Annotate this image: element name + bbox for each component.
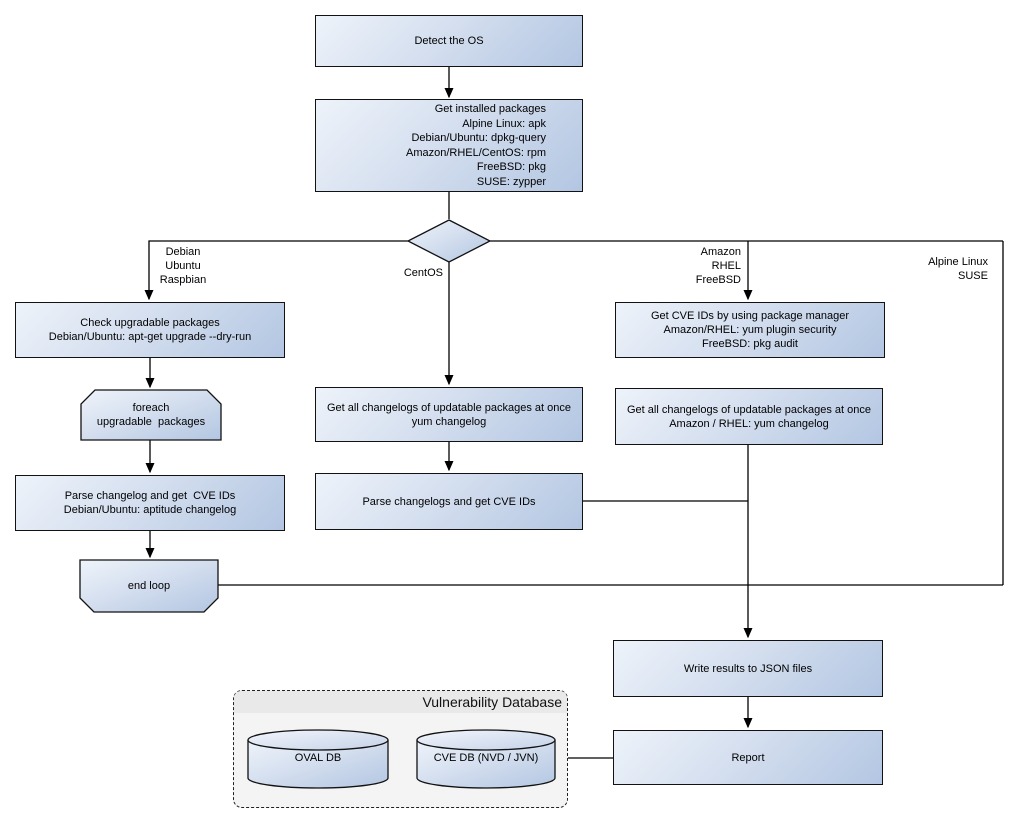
node-foreach-text: foreach <box>132 402 170 414</box>
branch-label-amazon-line: Amazon <box>700 246 741 258</box>
node-get-installed-packages-text: FreeBSD: pkg <box>476 161 546 173</box>
oval-db-label: OVAL DB <box>294 752 342 764</box>
branch-label-amazon: Amazon RHEL FreeBSD <box>641 245 741 287</box>
node-get-cve-ids-pkg-mgr-text: FreeBSD: pkg audit <box>702 338 798 350</box>
branch-label-debian-line: Raspbian <box>159 274 207 286</box>
vulnerability-database-container: Vulnerability Database <box>233 690 568 808</box>
node-get-changelogs-amazon-text: Amazon / RHEL: yum changelog <box>669 417 829 430</box>
node-end-loop-label: end loop <box>80 560 218 612</box>
node-get-installed-packages-text: Debian/Ubuntu: dpkg-query <box>411 132 546 144</box>
node-write-results-text: Write results to JSON files <box>683 662 813 675</box>
node-get-installed-packages-text: Amazon/RHEL/CentOS: rpm <box>406 146 546 159</box>
node-foreach-text: upgradable packages <box>96 416 206 428</box>
node-get-cve-ids-pkg-mgr-text: Get CVE IDs by using package manager <box>650 310 850 322</box>
node-detect-os-text: Detect the OS <box>414 35 484 47</box>
node-get-installed-packages-text: Get installed packages <box>434 103 546 115</box>
node-check-upgradable: Check upgradable packages Debian/Ubuntu:… <box>15 302 285 358</box>
branch-label-centos: CentOS <box>395 266 443 280</box>
node-report: Report <box>613 730 883 785</box>
branch-label-centos-line: CentOS <box>403 267 443 279</box>
node-get-cve-ids-pkg-mgr-text: Amazon/RHEL: yum plugin security <box>663 324 837 336</box>
branch-label-alpine-line: Alpine Linux <box>928 256 988 268</box>
node-report-text: Report <box>731 751 765 764</box>
branch-label-debian-line: Debian <box>165 246 201 258</box>
node-get-changelogs-centos: Get all changelogs of updatable packages… <box>315 387 583 442</box>
vulnerability-database-header <box>234 691 567 713</box>
node-parse-changelog-debian: Parse changelog and get CVE IDs Debian/U… <box>15 475 285 531</box>
node-get-changelogs-centos-text: yum changelog <box>411 415 487 428</box>
node-parse-changelogs-centos-text: Parse changelogs and get CVE IDs <box>362 495 536 508</box>
node-get-changelogs-amazon-text: Get all changelogs of updatable packages… <box>626 403 871 416</box>
node-check-upgradable-text: Debian/Ubuntu: apt-get upgrade --dry-run <box>48 331 252 343</box>
branch-label-alpine-line: SUSE <box>958 270 988 282</box>
node-parse-changelogs-centos: Parse changelogs and get CVE IDs <box>315 473 583 530</box>
node-get-installed-packages-text: Alpine Linux: apk <box>462 117 546 130</box>
node-parse-changelog-debian-text: Debian/Ubuntu: aptitude changelog <box>63 504 237 516</box>
node-get-changelogs-amazon: Get all changelogs of updatable packages… <box>615 388 883 445</box>
node-get-installed-packages-text: SUSE: zypper <box>476 175 546 188</box>
branch-label-debian-line: Ubuntu <box>165 260 201 272</box>
branch-label-debian: Debian Ubuntu Raspbian <box>150 245 216 287</box>
node-get-installed-packages: Get installed packages Alpine Linux: apk… <box>315 99 583 192</box>
branch-label-amazon-line: RHEL <box>711 260 741 272</box>
node-parse-changelog-debian-text: Parse changelog and get CVE IDs <box>64 490 236 502</box>
node-foreach-loop-label: foreach upgradable packages <box>81 390 221 440</box>
node-check-upgradable-text: Check upgradable packages <box>80 317 220 329</box>
os-decision-diamond <box>406 219 492 263</box>
cve-db-label: CVE DB (NVD / JVN) <box>433 752 539 764</box>
node-detect-os: Detect the OS <box>315 15 583 67</box>
node-get-cve-ids-pkg-mgr: Get CVE IDs by using package manager Ama… <box>615 302 885 358</box>
vulnerability-database-title: Vulnerability Database <box>422 694 562 710</box>
node-get-changelogs-centos-text: Get all changelogs of updatable packages… <box>326 401 571 414</box>
branch-label-amazon-line: FreeBSD <box>695 274 741 286</box>
branch-label-alpine: Alpine Linux SUSE <box>888 255 988 283</box>
node-end-loop-text: end loop <box>127 580 171 592</box>
node-write-results: Write results to JSON files <box>613 640 883 697</box>
